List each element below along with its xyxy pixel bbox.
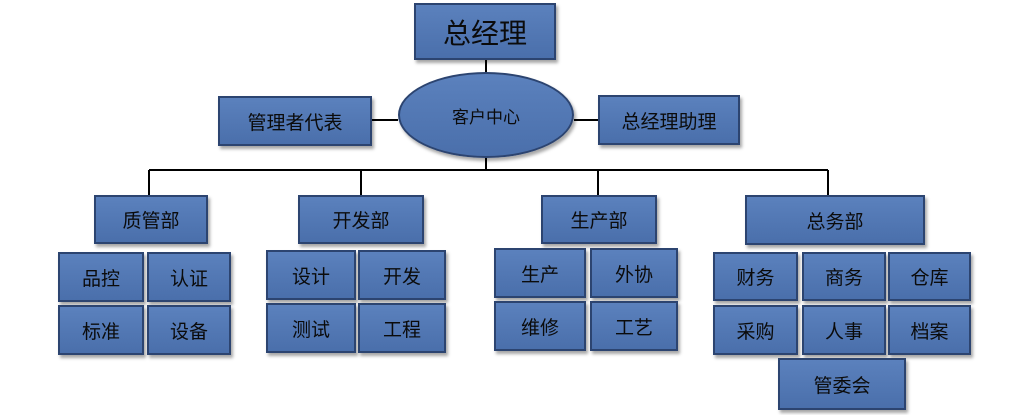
- node-customer-center: 客户中心: [398, 72, 574, 158]
- dept-development: 开发部: [298, 195, 424, 244]
- unit-production: 生产: [494, 248, 586, 298]
- unit-purchasing: 采购: [713, 305, 798, 355]
- unit-testing: 测试: [266, 303, 356, 353]
- node-general-manager: 总经理: [414, 3, 556, 60]
- dept-quality: 质管部: [94, 195, 208, 244]
- unit-engineering: 工程: [358, 303, 446, 353]
- unit-hr: 人事: [802, 305, 886, 355]
- unit-equipment: 设备: [147, 305, 231, 355]
- unit-archives: 档案: [888, 305, 971, 355]
- unit-finance: 财务: [713, 252, 798, 301]
- unit-process: 工艺: [590, 301, 678, 351]
- node-gm-assistant: 总经理助理: [598, 95, 740, 145]
- unit-maintenance: 维修: [494, 301, 586, 351]
- unit-business: 商务: [802, 252, 886, 301]
- node-management-representative: 管理者代表: [218, 96, 372, 146]
- dept-general-affairs: 总务部: [745, 195, 925, 245]
- unit-warehouse: 仓库: [888, 252, 971, 301]
- unit-quality-control: 品控: [58, 252, 144, 302]
- unit-management-committee: 管委会: [778, 358, 906, 410]
- unit-design: 设计: [266, 250, 356, 300]
- unit-develop: 开发: [358, 250, 446, 300]
- unit-outsourcing: 外协: [590, 248, 678, 298]
- dept-production: 生产部: [541, 195, 657, 244]
- unit-standards: 标准: [58, 305, 144, 355]
- unit-certification: 认证: [147, 252, 231, 302]
